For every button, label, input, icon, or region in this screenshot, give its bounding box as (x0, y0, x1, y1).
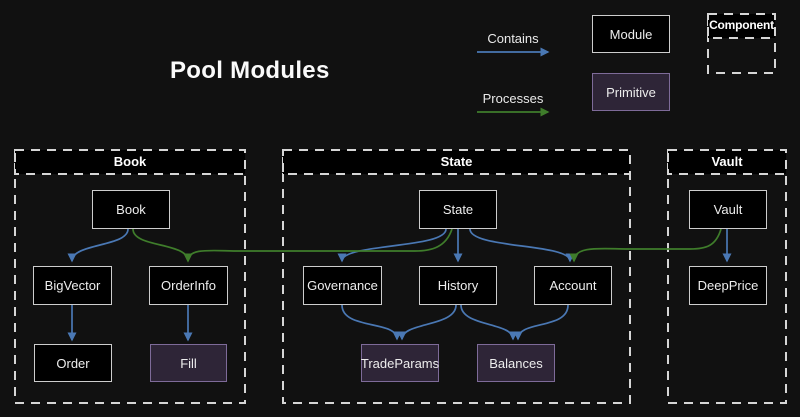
node-fill-label: Fill (180, 355, 197, 371)
legend-contains-label: Contains (487, 31, 539, 46)
page-title: Pool Modules (170, 57, 330, 84)
node-bigvector: BigVector (33, 266, 112, 305)
edge-state-orderinfo (183, 228, 453, 263)
node-deepprice-label: DeepPrice (697, 278, 759, 293)
node-history-label: History (437, 278, 479, 293)
node-account-label: Account (549, 278, 597, 293)
legend-primitive-label: Primitive (606, 84, 656, 100)
node-tradeparams-label: TradeParams (360, 355, 440, 371)
edge-vault-account (569, 228, 722, 263)
legend-primitive-box: Primitive (592, 73, 670, 111)
edge-history-tradeparams (397, 304, 457, 341)
node-deepprice: DeepPrice (689, 266, 767, 305)
node-tradeparams: TradeParams (361, 344, 439, 382)
node-book-label: Book (116, 202, 146, 217)
edge-state-governance (337, 228, 447, 263)
edge-state-account (469, 228, 575, 263)
node-vault-label: Vault (713, 202, 743, 217)
edge-book-bigvector (67, 228, 129, 263)
node-account: Account (534, 266, 612, 305)
state-container-title: State (440, 154, 473, 169)
node-fill: Fill (150, 344, 227, 382)
processes-edges (132, 107, 722, 263)
node-state-label: State (442, 202, 474, 217)
node-orderinfo-label: OrderInfo (161, 278, 216, 293)
edge-history-balances (460, 304, 518, 341)
node-book: Book (92, 190, 170, 229)
edge-account-balances (513, 304, 569, 341)
legend-module-label: Module (609, 26, 653, 42)
node-vault: Vault (689, 190, 767, 229)
node-balances-label: Balances (489, 355, 543, 371)
node-order: Order (34, 344, 112, 382)
legend-component-label: Component (709, 18, 774, 32)
book-container-title: Book (113, 154, 147, 169)
node-governance-label: Governance (307, 278, 378, 293)
edge-book-orderinfo (132, 228, 193, 263)
node-state: State (419, 190, 497, 229)
node-bigvector-label: BigVector (44, 278, 101, 293)
node-history: History (419, 266, 497, 305)
node-orderinfo: OrderInfo (149, 266, 228, 305)
node-governance: Governance (303, 266, 382, 305)
edge-governance-tradeparams (341, 304, 402, 341)
legend-processes-label: Processes (482, 91, 544, 106)
legend-module-box: Module (592, 15, 670, 53)
vault-container-title: Vault (711, 154, 743, 169)
node-balances: Balances (477, 344, 555, 382)
node-order-label: Order (56, 355, 90, 371)
